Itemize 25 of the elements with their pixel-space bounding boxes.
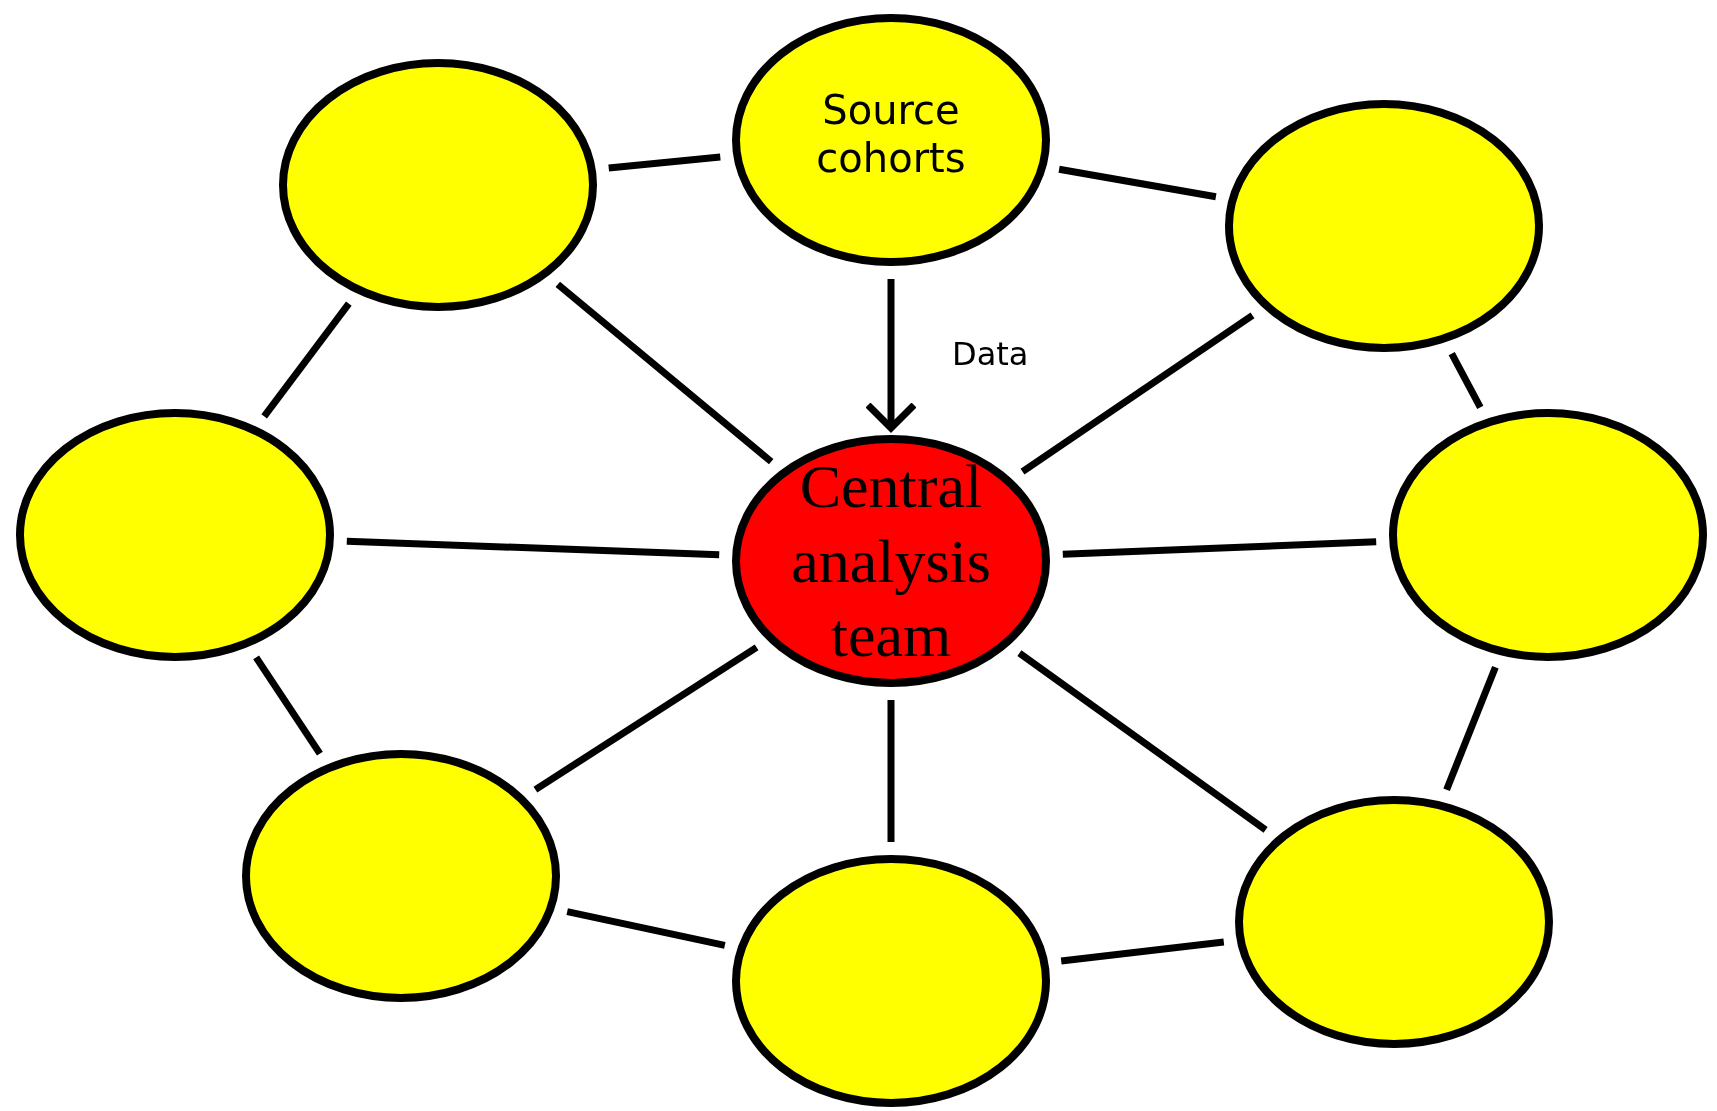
ellipse-node bbox=[241, 749, 561, 1003]
connector-line bbox=[1020, 312, 1255, 475]
ellipse-node bbox=[731, 434, 1051, 688]
connector-line bbox=[346, 537, 720, 559]
ellipse-node bbox=[15, 408, 335, 662]
ellipse-node bbox=[1388, 408, 1708, 662]
ellipse-node bbox=[731, 13, 1051, 267]
connector-line bbox=[1062, 538, 1377, 558]
connector-line bbox=[533, 644, 759, 793]
connector-line bbox=[1448, 351, 1484, 410]
connector-line bbox=[608, 153, 721, 172]
connector-line bbox=[1443, 666, 1499, 791]
connector-line bbox=[253, 655, 323, 756]
connector-line bbox=[1058, 165, 1217, 201]
ellipse-node bbox=[1234, 795, 1554, 1049]
ellipse-node bbox=[1224, 99, 1544, 353]
connector-line bbox=[555, 281, 774, 465]
ellipse-node bbox=[278, 58, 598, 312]
node-label: Source cohorts bbox=[815, 86, 967, 182]
connector-line bbox=[1060, 938, 1225, 965]
connector-line bbox=[261, 301, 352, 419]
ellipse-node bbox=[731, 854, 1051, 1108]
connector-line bbox=[1017, 650, 1268, 833]
connector-line bbox=[566, 908, 726, 949]
node-label: Central analysis team bbox=[790, 451, 992, 672]
